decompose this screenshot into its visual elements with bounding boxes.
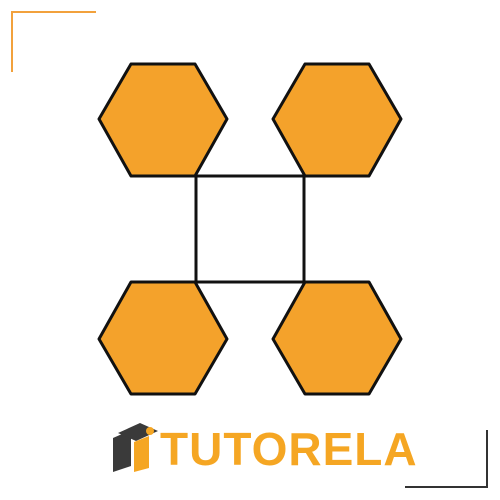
hexagon-bottom-right <box>271 280 403 396</box>
center-square <box>194 174 306 284</box>
brand-logo-text: TUTORELA <box>160 423 418 475</box>
graduate-logo-icon <box>113 423 158 472</box>
hexagon-top-right <box>271 62 403 178</box>
frame-corner-bottom-right <box>405 430 488 488</box>
hexagon-top-left <box>97 62 229 178</box>
frame-corner-top-left <box>11 11 96 72</box>
hexagon-bottom-left <box>97 280 229 396</box>
